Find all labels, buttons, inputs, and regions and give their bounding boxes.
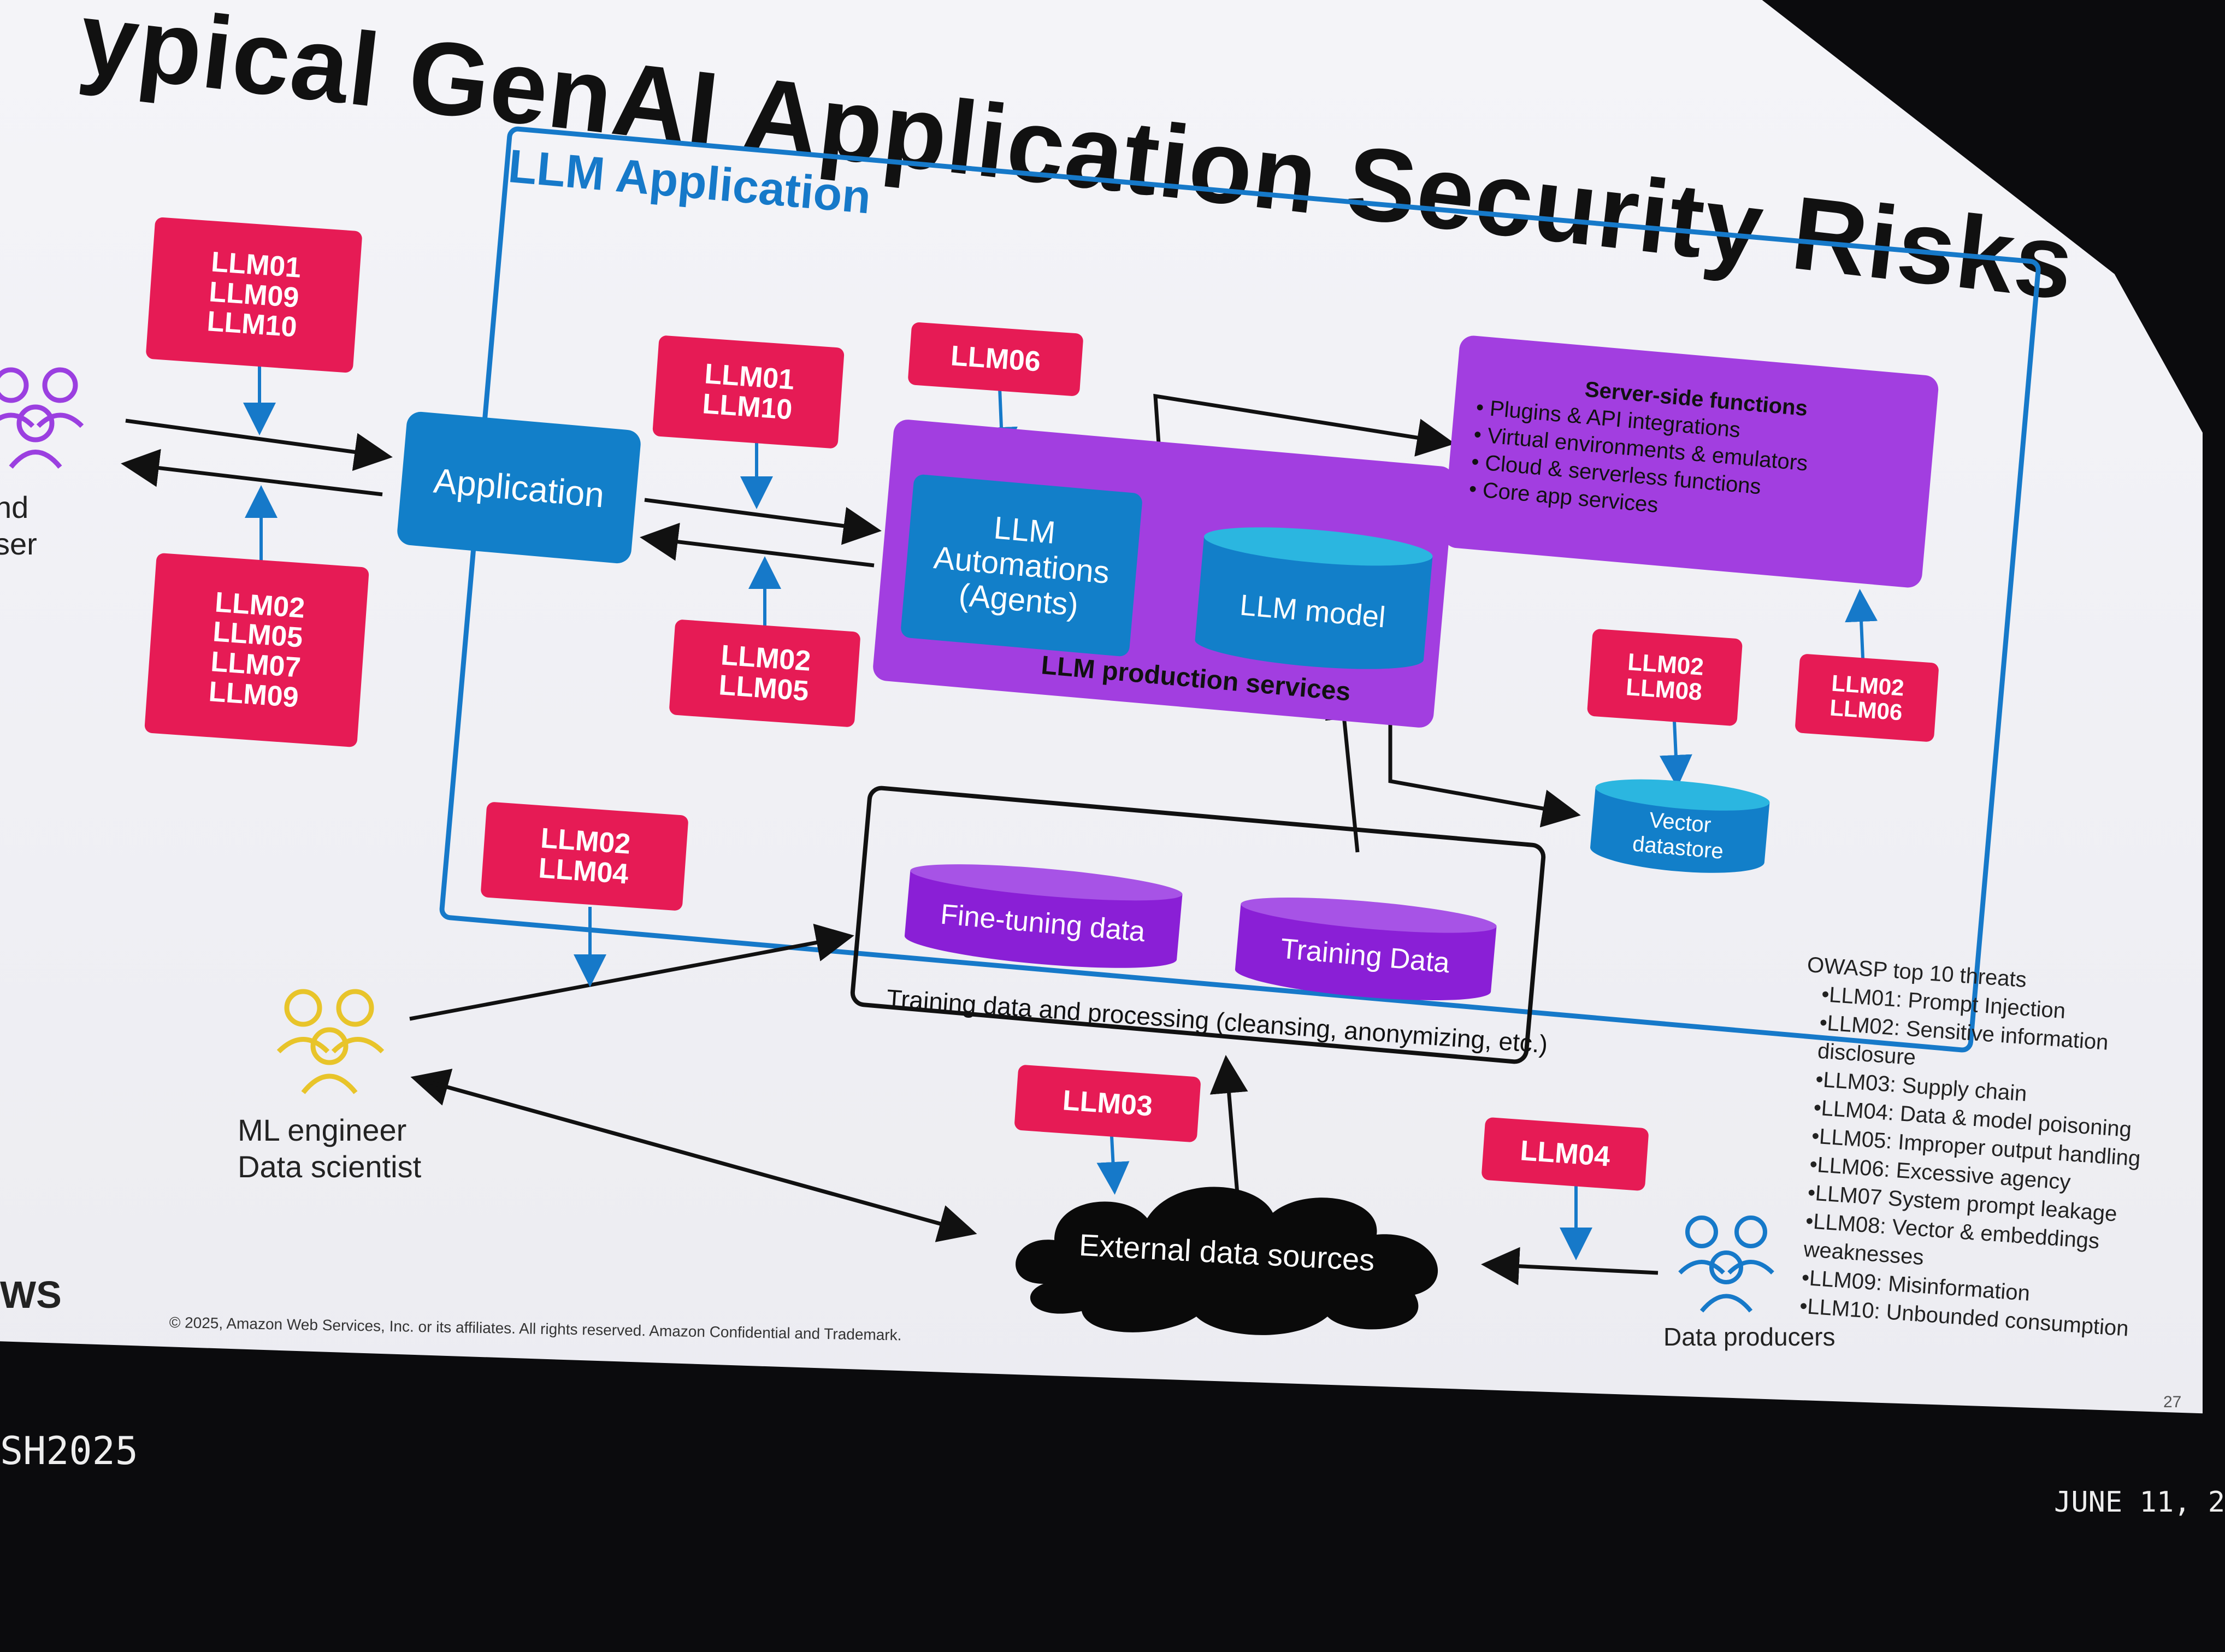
- llm-model-cylinder: LLM model: [1193, 520, 1435, 676]
- risk-code: LLM10: [206, 305, 298, 344]
- risk-box-data-producers: LLM04: [1481, 1117, 1649, 1191]
- risk-box-agents: LLM06: [907, 322, 1084, 397]
- risk-code: LLM08: [1625, 674, 1703, 706]
- external-data-sources-cloud: [1016, 1187, 1438, 1335]
- ml-engineer-icon: [276, 989, 385, 1094]
- event-tag: SH2025: [0, 1429, 138, 1473]
- risk-code: LLM06: [1829, 694, 1903, 725]
- risk-box-supply-chain: LLM03: [1014, 1064, 1201, 1143]
- risk-code: LLM04: [537, 852, 630, 890]
- ml-engineer-label: ML engineer Data scientist: [238, 1113, 422, 1184]
- risk-code: LLM05: [717, 669, 810, 707]
- application-box: Application: [396, 410, 642, 565]
- end-user-label: nd ser: [0, 490, 37, 562]
- llm-agents-box: LLM Automations (Agents): [900, 474, 1143, 657]
- owasp-threats-list: OWASP top 10 threats LLM01: Prompt Injec…: [1783, 951, 2200, 1347]
- server-side-functions-panel: Server-side functions • Plugins & API in…: [1442, 334, 1940, 589]
- presentation-slide: ypical GenAI Application Security Risks …: [0, 0, 2203, 1442]
- page-number: 27: [2163, 1393, 2182, 1411]
- risk-code: LLM04: [1519, 1135, 1612, 1173]
- risk-code: LLM06: [949, 340, 1042, 378]
- risk-code: LLM10: [701, 387, 794, 426]
- risk-code: LLM03: [1061, 1084, 1154, 1123]
- event-date: JUNE 11, 2: [2054, 1486, 2225, 1519]
- vector-datastore-cylinder: Vector datastore: [1589, 774, 1771, 879]
- data-producers-icon: [1678, 1216, 1774, 1313]
- data-producers-label: Data producers: [1663, 1323, 1836, 1351]
- aws-logo-fragment: WS: [0, 1273, 62, 1316]
- risk-code: LLM09: [208, 675, 300, 714]
- end-user-icon: [0, 367, 84, 469]
